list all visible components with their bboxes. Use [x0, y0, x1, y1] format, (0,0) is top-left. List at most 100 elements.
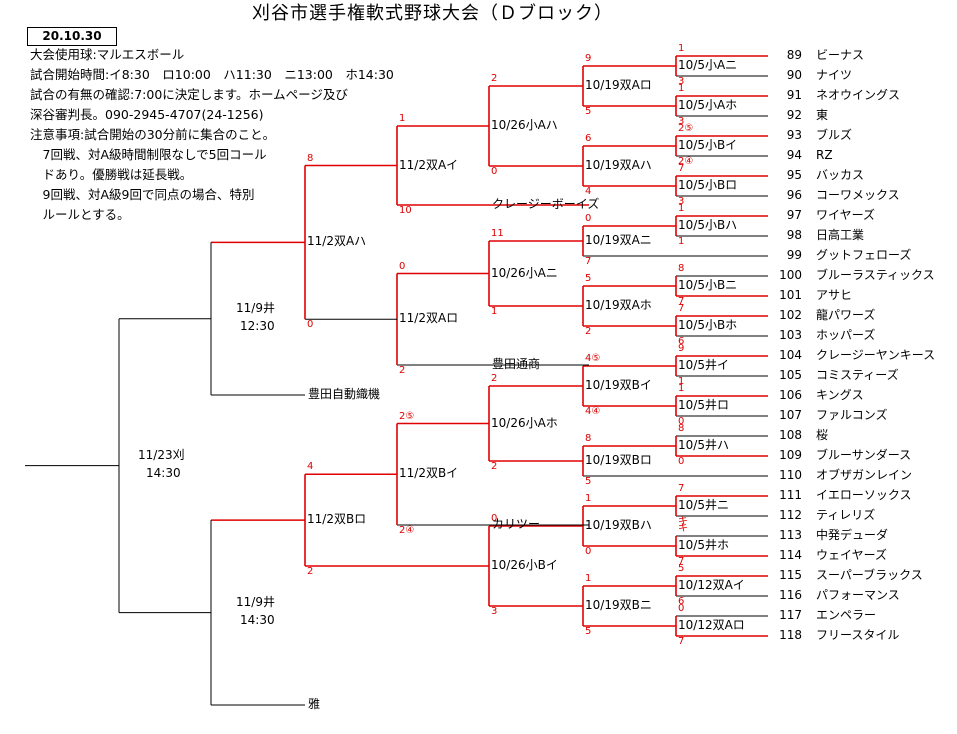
team-name: クレージーヤンキース: [816, 348, 936, 362]
score: 7: [678, 303, 685, 314]
team-name: フリースタイル: [816, 628, 900, 642]
score: 0: [399, 260, 406, 272]
r4-bye-team: カリツー: [492, 517, 541, 531]
team-number: 101: [779, 288, 802, 302]
team-name: ファルコンズ: [816, 408, 888, 422]
info-line: 大会使用球:マルエスボール: [30, 47, 185, 62]
team-name: イエローソックス: [816, 488, 912, 502]
team-name: アサヒ: [816, 288, 853, 302]
team-number: 105: [779, 368, 802, 382]
team-number: 111: [779, 488, 802, 502]
score: 2: [585, 326, 592, 337]
team-number: 102: [779, 308, 802, 322]
team-name: スーパーブラックス: [816, 568, 923, 582]
team-number: 110: [779, 468, 802, 482]
r1-match-label: 10/5井ニ: [678, 498, 729, 512]
score: 1: [399, 113, 406, 124]
team-number: 100: [779, 268, 802, 282]
r3-match-label: 10/26小Aホ: [491, 415, 558, 430]
score: 3: [678, 196, 685, 207]
team-number: 117: [779, 608, 802, 622]
r5-match-label: 11/2双Aハ: [307, 234, 367, 249]
score: 5: [585, 106, 592, 117]
score: 5: [585, 273, 592, 284]
score: 4: [585, 186, 592, 197]
semi-label: 11/9井: [236, 594, 275, 609]
score: 7: [678, 556, 685, 567]
score: 6: [585, 133, 592, 144]
team-number: 108: [779, 428, 802, 442]
score: 7: [678, 163, 685, 174]
info-line: 9回戦、対A級9回で同点の場合、特別: [30, 187, 255, 202]
score: 3: [678, 116, 685, 127]
r4-bye-team: 豊田通商: [492, 357, 541, 371]
r4-bye-team: クレージーボーイズ: [492, 197, 600, 211]
team-number: 113: [779, 528, 802, 542]
score: 0: [678, 416, 685, 427]
score: 1: [678, 236, 685, 247]
team-name: ワイヤーズ: [816, 208, 876, 222]
final-time: 14:30: [146, 465, 181, 480]
team-name: ブルーラスティックス: [816, 268, 935, 282]
team-name: ネオウイングス: [816, 88, 901, 102]
score: 2: [491, 461, 498, 472]
team-name: 中発デューダ: [816, 528, 889, 542]
score: 1: [678, 376, 685, 387]
score: 5: [585, 626, 592, 637]
team-number: 114: [779, 548, 802, 562]
score: キ: [678, 523, 688, 534]
score: 1: [585, 493, 592, 504]
team-number: 99: [786, 248, 802, 262]
team-name: 桜: [816, 428, 829, 442]
score: 4: [307, 461, 314, 473]
score: 2④: [399, 525, 415, 536]
r4-match-label: 11/2双Bロ: [307, 512, 367, 527]
score: 7: [585, 256, 592, 267]
score: 4④: [585, 406, 601, 417]
info-line: 注意事項:試合開始の30分前に集合のこと。: [30, 127, 276, 142]
score: キ: [678, 516, 688, 527]
team-number: 103: [779, 328, 802, 342]
score: 0: [678, 456, 685, 467]
team-number: 115: [779, 568, 802, 582]
r1-match-label: 10/5井ホ: [678, 538, 729, 552]
score: 2: [491, 73, 498, 84]
team-number: 95: [786, 168, 802, 182]
r1-match-label: 10/5小Bニ: [678, 278, 738, 292]
score: 2: [491, 373, 498, 384]
score: 0: [491, 513, 498, 524]
team-name: パフォーマンス: [816, 588, 900, 602]
team-number: 96: [786, 188, 802, 202]
score: 6: [678, 336, 685, 347]
r3-match-label: 10/26小Bイ: [491, 558, 558, 572]
team-number: 112: [779, 508, 802, 522]
team-number: 91: [786, 88, 802, 102]
team-name: RZ: [816, 148, 833, 162]
score: 0: [491, 166, 498, 177]
score: 2: [307, 566, 314, 577]
team-name: グットフェローズ: [816, 248, 912, 262]
team-number: 90: [786, 68, 802, 82]
r4-match-label: 11/2双Aロ: [399, 311, 459, 326]
score: 1: [678, 43, 685, 54]
r1-match-label: 10/5小Bイ: [678, 138, 738, 152]
score: 7: [678, 296, 685, 307]
team-name: ナイツ: [816, 68, 853, 82]
score: 1: [678, 203, 685, 214]
score: 2: [399, 365, 406, 376]
score: 3: [491, 606, 498, 617]
score: 4⑤: [585, 353, 601, 364]
semi-time: 12:30: [240, 318, 275, 333]
score: 1: [491, 306, 498, 317]
team-name: バッカス: [816, 168, 865, 182]
score: 1: [585, 573, 592, 584]
score: 10: [399, 205, 412, 216]
team-name: ビーナス: [816, 48, 865, 62]
score: 2④: [678, 156, 694, 167]
r1-match-label: 10/5井イ: [678, 358, 729, 372]
team-name: コーワメックス: [816, 188, 900, 202]
score: 8: [678, 423, 685, 434]
score: 9: [585, 53, 592, 64]
team-number: 94: [786, 148, 802, 162]
